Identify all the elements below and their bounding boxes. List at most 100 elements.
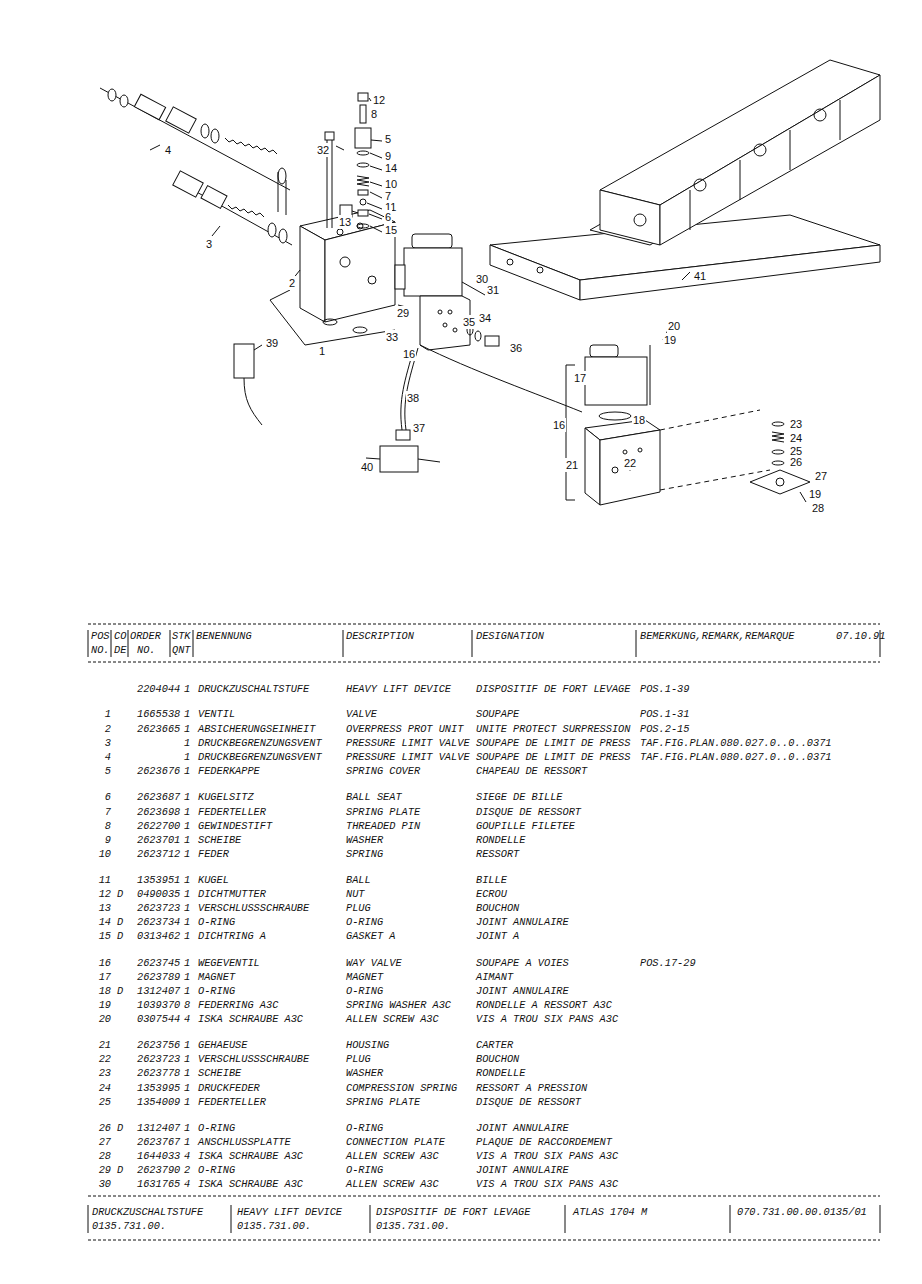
table-cell: 2623665 <box>137 722 180 736</box>
table-pipes <box>231 1205 232 1233</box>
table-cell: PRESSURE LIMIT VALVE <box>346 736 470 750</box>
valve-block <box>340 257 350 267</box>
table-cell: 12 <box>99 887 111 901</box>
footer-cell: ATLAS 1704 M <box>573 1205 647 1219</box>
callout-number: 23 <box>789 417 803 431</box>
table-cell: 2623723 <box>137 1052 180 1066</box>
table-cell: 1 <box>105 707 111 721</box>
control-valve-manifold <box>694 179 706 191</box>
hose-assembly <box>366 458 380 459</box>
table-cell: 2623745 <box>137 956 180 970</box>
control-valve-manifold <box>634 214 646 226</box>
control-valve-manifold <box>537 267 543 273</box>
spring-cover-stack <box>370 182 382 186</box>
table-cell: 1 <box>184 915 190 929</box>
table-cell: D <box>117 984 123 998</box>
table-cell: 2623712 <box>137 847 180 861</box>
table-cell: 4 <box>184 1012 190 1026</box>
table-cell: D <box>117 1163 123 1177</box>
callout-number: 24 <box>789 431 803 445</box>
table-cell: ALLEN SCREW A3C <box>346 1012 439 1026</box>
spring-cover-stack <box>370 166 382 170</box>
way-valve-detail <box>585 428 600 505</box>
table-cell: 28 <box>99 1149 111 1163</box>
table-cell: ALLEN SCREW A3C <box>346 1177 439 1191</box>
table-cell: O-RING <box>198 915 235 929</box>
table-pipes <box>170 630 171 657</box>
callout-number: 1 <box>318 344 326 358</box>
way-valve-detail <box>585 357 647 405</box>
spring-cover-stack <box>370 226 382 232</box>
table-cell: 1 <box>184 929 190 943</box>
table-cell: SCHEIBE <box>198 833 241 847</box>
control-valve-manifold <box>754 144 766 156</box>
table-cell: 1 <box>184 970 190 984</box>
callout-number: 16 <box>552 418 566 432</box>
table-cell: ABSICHERUNGSEINHEIT <box>198 722 315 736</box>
table-cell: BILLE <box>476 873 507 887</box>
table-header: POS <box>91 629 110 643</box>
table-cell: JOINT ANNULAIRE <box>476 915 569 929</box>
callout-number: 34 <box>478 311 492 325</box>
table-cell: 15 <box>99 929 111 943</box>
callout-number: 41 <box>693 269 707 283</box>
table-cell: 2623701 <box>137 833 180 847</box>
table-pipes <box>128 630 129 657</box>
table-cell: JOINT ANNULAIRE <box>476 984 569 998</box>
callout-number: 19 <box>808 487 822 501</box>
spring-cover-stack <box>357 224 369 228</box>
table-header: DE <box>114 643 126 657</box>
spring-cover-stack <box>367 203 382 209</box>
way-valve <box>404 248 462 296</box>
table-header: ORDER <box>130 629 161 643</box>
way-valve-detail <box>599 412 631 420</box>
table-cell: 1312407 <box>137 984 180 998</box>
table-cell: SOUPAPE DE LIMIT DE PRESS <box>476 750 630 764</box>
way-valve-detail <box>772 461 784 465</box>
spring-cover-stack <box>369 214 382 219</box>
table-header: NO. <box>91 643 110 657</box>
way-valve <box>453 328 457 332</box>
way-valve-detail <box>772 422 784 426</box>
table-cell: ALLEN SCREW A3C <box>346 1149 439 1163</box>
way-valve-detail <box>800 492 806 502</box>
table-cell: POS.2-15 <box>640 722 689 736</box>
table-cell: CONNECTION PLATE <box>346 1135 445 1149</box>
footer-cell: 070.731.00.00.0135/01 <box>737 1205 867 1219</box>
table-cell: 8 <box>105 819 111 833</box>
table-cell: 1 <box>184 722 190 736</box>
table-cell: 1 <box>184 847 190 861</box>
table-cell: SPRING <box>346 847 383 861</box>
table-cell: 1 <box>184 805 190 819</box>
table-cell: 1353951 <box>137 873 180 887</box>
table-cell: BALL SEAT <box>346 790 402 804</box>
table-header: BENENNUNG <box>196 629 252 643</box>
table-cell: 20 <box>99 1012 111 1026</box>
table-cell: 19 <box>99 998 111 1012</box>
bolt <box>325 132 334 140</box>
table-cell: KUGELSITZ <box>198 790 254 804</box>
table-cell: 21 <box>99 1038 111 1052</box>
control-valve-manifold <box>580 245 880 300</box>
table-cell: GOUPILLE FILETEE <box>476 819 575 833</box>
table-header: QNT <box>172 643 191 657</box>
callout-number: 8 <box>370 107 378 121</box>
callout-number: 32 <box>316 143 330 157</box>
table-cell: VIS A TROU SIX PANS A3C <box>476 1012 618 1026</box>
table-cell: VENTIL <box>198 707 235 721</box>
pressure-limit-valve <box>100 88 290 190</box>
table-cell: GEHAEUSE <box>198 1038 247 1052</box>
table-rules <box>88 624 880 625</box>
table-cell: 1 <box>184 1052 190 1066</box>
footer-cell: 0135.731.00. <box>237 1219 311 1233</box>
table-cell: SOUPAPE <box>476 707 519 721</box>
pressure-limit-valve <box>134 94 165 120</box>
table-cell: 5 <box>105 764 111 778</box>
table-cell: 1 <box>184 901 190 915</box>
table-cell: 11 <box>99 873 111 887</box>
pressure-limit-valve <box>228 205 264 217</box>
table-cell: 17 <box>99 970 111 984</box>
table-cell: 1 <box>184 1038 190 1052</box>
control-valve-manifold <box>790 130 791 170</box>
